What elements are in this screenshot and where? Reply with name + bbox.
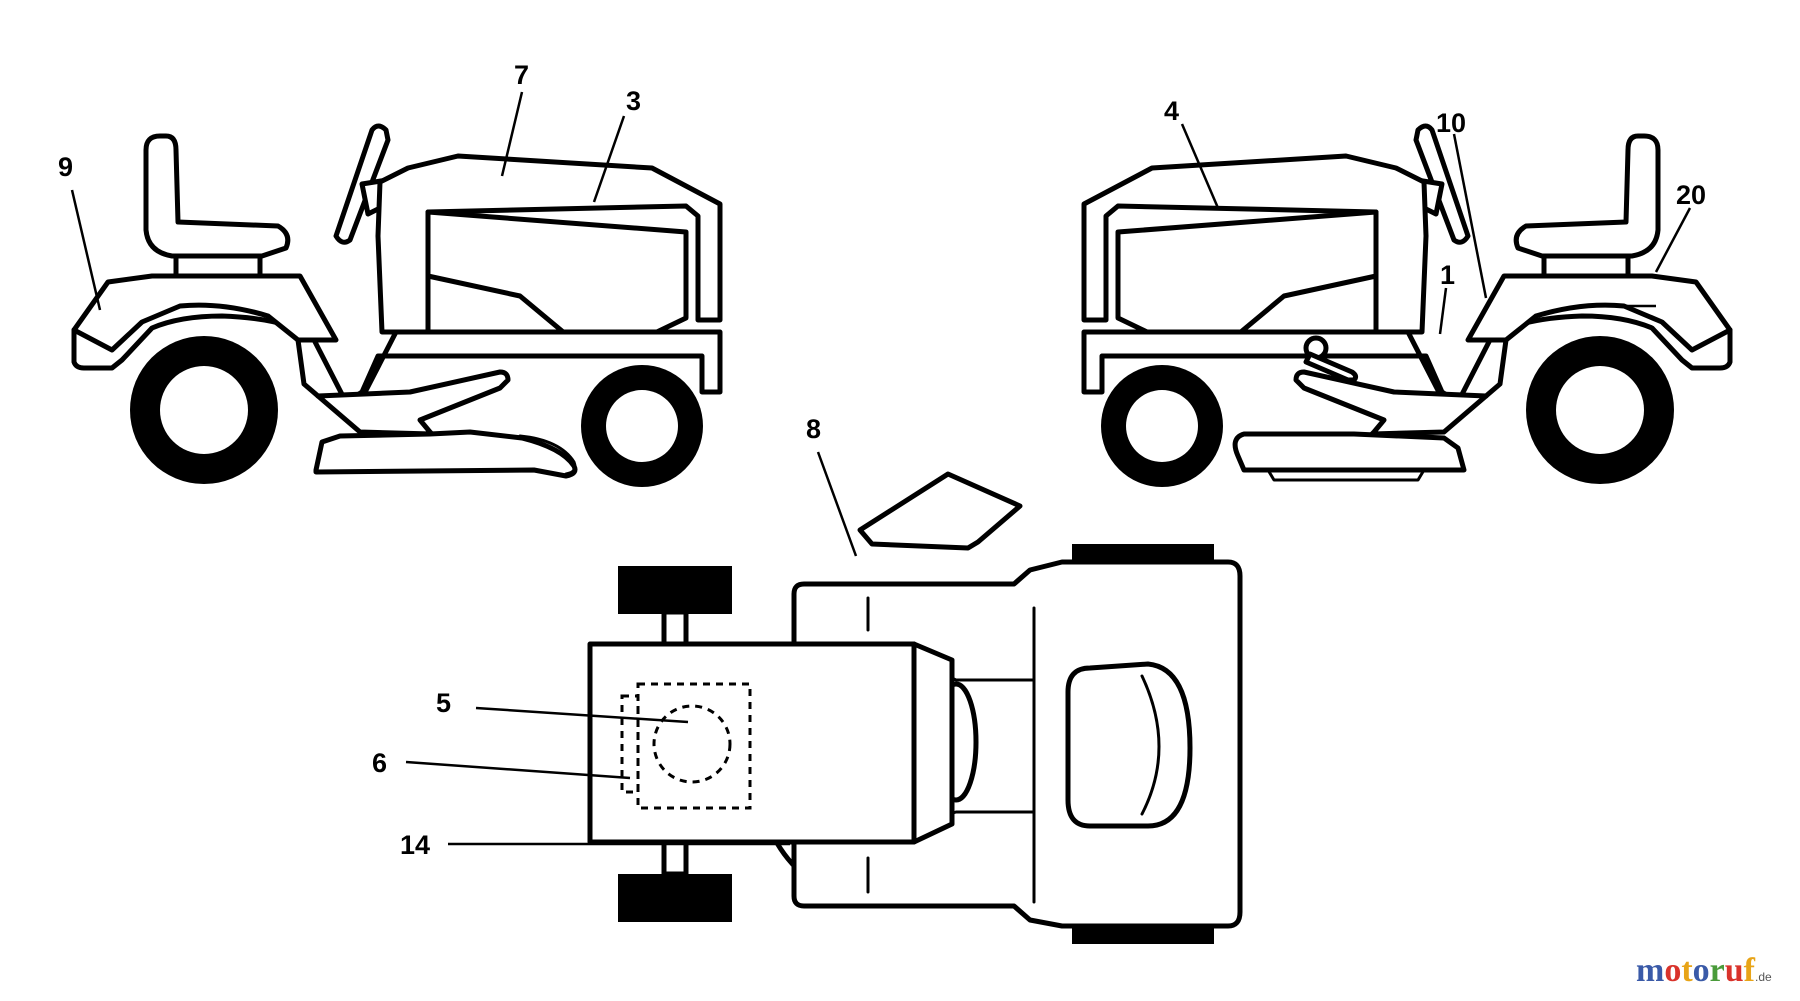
hood-left (375, 153, 723, 335)
leader-4 (1180, 123, 1220, 209)
seat-left (143, 133, 291, 259)
callouts: 7 3 9 4 10 1 20 8 5 6 14 (58, 60, 1706, 860)
callout-1: 1 (1440, 260, 1455, 290)
front-wheel-top-upper (618, 566, 732, 614)
watermark-letters: motoruf (1636, 952, 1755, 989)
leader-5 (475, 706, 689, 724)
front-wheel-top-lower (618, 874, 732, 922)
callout-14: 14 (400, 830, 430, 860)
right-side-view (1081, 123, 1733, 487)
callout-20: 20 (1676, 180, 1706, 210)
battery-label-area (620, 694, 640, 794)
left-side-view (71, 123, 723, 487)
front-axle-top-upper (661, 609, 689, 647)
callout-4: 4 (1164, 96, 1179, 126)
rear-wheel-top-lower (1072, 924, 1214, 944)
leader-1 (1438, 287, 1448, 335)
foot-pedal-right (1293, 369, 1489, 437)
leader-20 (1654, 207, 1692, 273)
rear-fender-left (71, 273, 339, 353)
deck-skirt-right (1266, 468, 1426, 482)
callout-7: 7 (514, 60, 529, 90)
hood-panel-right (1115, 209, 1379, 349)
callout-3: 3 (626, 86, 641, 116)
hood-top (587, 641, 917, 845)
leader-9 (70, 189, 102, 311)
discharge-chute-top (857, 471, 1023, 551)
hood-panel-left (425, 209, 689, 349)
leader-10 (1452, 133, 1488, 299)
mower-deck-right (1232, 431, 1467, 473)
leader-3 (592, 115, 626, 203)
watermark-letter: m (1636, 952, 1665, 989)
watermark-letter: u (1724, 952, 1744, 989)
seat-right (1513, 133, 1661, 259)
callout-6: 6 (372, 748, 387, 778)
deck-chute-left (518, 434, 577, 476)
watermark-letter: t (1681, 952, 1693, 989)
callout-5: 5 (436, 688, 451, 718)
watermark-tld: .de (1755, 970, 1772, 984)
leader-7 (500, 91, 524, 177)
front-axle-top-lower (661, 839, 689, 877)
callout-9: 9 (58, 152, 73, 182)
top-view (587, 471, 1243, 944)
watermark-letter: o (1664, 952, 1682, 989)
callout-8: 8 (806, 414, 821, 444)
seat-top (1065, 661, 1193, 829)
callout-10: 10 (1436, 108, 1466, 138)
fuel-cap-area (652, 704, 732, 784)
watermark-letter: o (1692, 952, 1710, 989)
dash-top (911, 641, 955, 845)
motoruf-watermark-logo: motoruf.de (1636, 952, 1772, 990)
hood-right (1081, 153, 1429, 335)
watermark-letter: r (1709, 952, 1725, 989)
leader-6 (405, 760, 631, 780)
lift-lever-right (1303, 335, 1359, 383)
leader-8 (816, 451, 858, 557)
foot-pedal-left (315, 369, 511, 437)
rear-wheel-top-upper (1072, 544, 1214, 564)
watermark-letter: f (1743, 952, 1755, 989)
leader-lines (70, 91, 1692, 846)
